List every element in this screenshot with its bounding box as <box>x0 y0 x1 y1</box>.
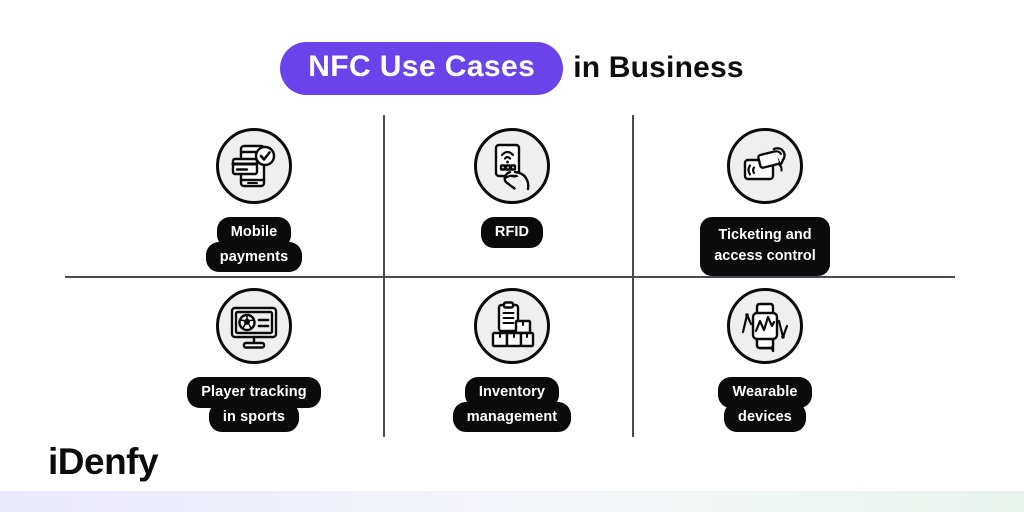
label-rect: Ticketing and access control <box>700 217 830 277</box>
label-line: in sports <box>208 401 300 432</box>
cell-mobile-payments: Mobile payments <box>129 128 379 272</box>
mobile-payment-card-check-icon <box>216 128 292 204</box>
label-line: management <box>452 401 572 432</box>
horizontal-divider <box>65 276 955 278</box>
idenfy-logo: iDenfy <box>48 441 159 482</box>
label-player-tracking-in-sports: Player tracking in sports <box>187 377 321 432</box>
label-wearable-devices: Wearable devices <box>718 377 812 432</box>
clipboard-boxes-icon <box>474 288 550 364</box>
cell-inventory-management: Inventory management <box>387 288 637 432</box>
bottom-gradient-strip <box>0 491 1024 512</box>
monitor-soccer-ball-icon <box>216 288 292 364</box>
label-inventory-management: Inventory management <box>452 377 572 432</box>
vertical-divider-left <box>383 115 385 437</box>
hand-tapping-nfc-ticket-icon <box>727 128 803 204</box>
label-line: payments <box>205 241 303 272</box>
page-title: NFC Use Cases in Business <box>0 42 1024 95</box>
label-ticketing-and-access-control: Ticketing and access control <box>700 217 830 277</box>
cell-wearable-devices: Wearable devices <box>640 288 890 432</box>
label-line: devices <box>724 401 806 432</box>
cell-rfid: RFID <box>387 128 637 248</box>
label-line: RFID <box>480 217 544 248</box>
title-suffix: in Business <box>573 50 744 84</box>
label-line: Ticketing and <box>718 227 812 243</box>
cell-ticketing-and-access-control: Ticketing and access control <box>640 128 890 277</box>
label-mobile-payments: Mobile payments <box>205 217 303 272</box>
smartwatch-heartbeat-icon <box>727 288 803 364</box>
hand-holding-rfid-reader-icon <box>474 128 550 204</box>
title-badge: NFC Use Cases <box>280 42 564 95</box>
cell-player-tracking-in-sports: Player tracking in sports <box>129 288 379 432</box>
label-line: access control <box>714 248 816 265</box>
vertical-divider-right <box>632 115 634 437</box>
label-rfid: RFID <box>480 217 544 248</box>
